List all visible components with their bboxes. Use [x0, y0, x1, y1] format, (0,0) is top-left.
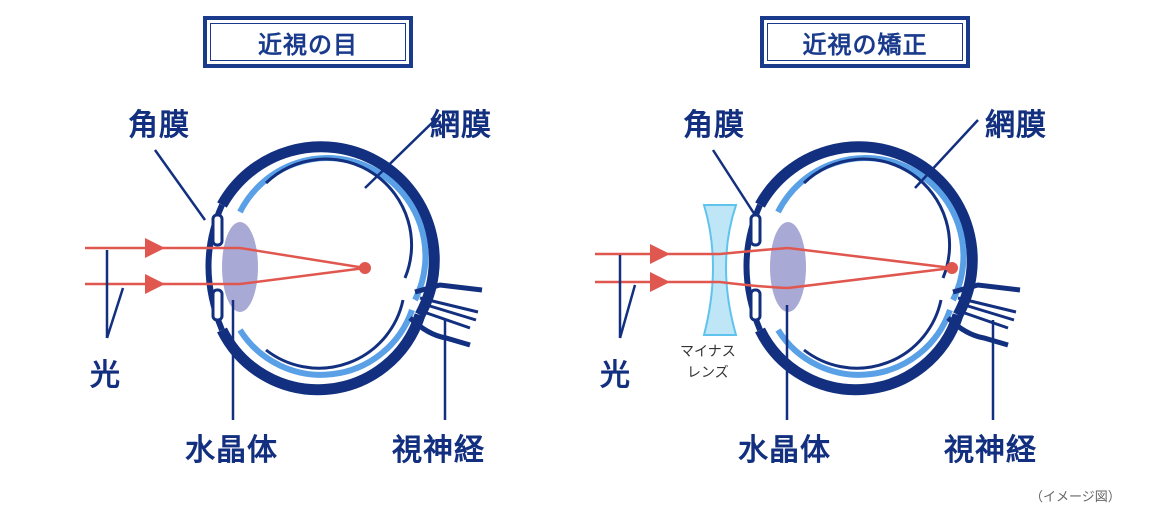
left-label-lens: 水晶体: [185, 433, 278, 468]
left-label-retina: 網膜: [430, 108, 492, 143]
left-title: 近視の目: [258, 30, 358, 59]
left-label-optic-nerve: 視神経: [392, 433, 485, 468]
left-leader-lines: [105, 119, 447, 420]
left-light-rays: [85, 238, 371, 294]
minus-lens-shape: [702, 204, 738, 336]
right-label-lens: 水晶体: [738, 433, 831, 468]
left-eye: [205, 141, 483, 396]
right-label-cornea: 角膜: [683, 108, 745, 143]
right-title: 近視の矯正: [802, 30, 928, 59]
minus-lens-label: マイナス レンズ: [680, 344, 736, 381]
left-label-cornea: 角膜: [128, 108, 190, 143]
left-label-light: 光: [90, 358, 121, 393]
right-leader-lines: [618, 119, 995, 420]
right-label-retina: 網膜: [985, 108, 1047, 143]
right-eye: [743, 141, 1021, 396]
left-title-box: 近視の目: [203, 16, 413, 68]
right-label-light: 光: [600, 358, 631, 393]
right-title-box: 近視の矯正: [760, 16, 970, 68]
footnote: （イメージ図）: [1030, 490, 1121, 505]
right-label-optic-nerve: 視神経: [944, 433, 1037, 468]
right-light-rays: [595, 244, 958, 292]
